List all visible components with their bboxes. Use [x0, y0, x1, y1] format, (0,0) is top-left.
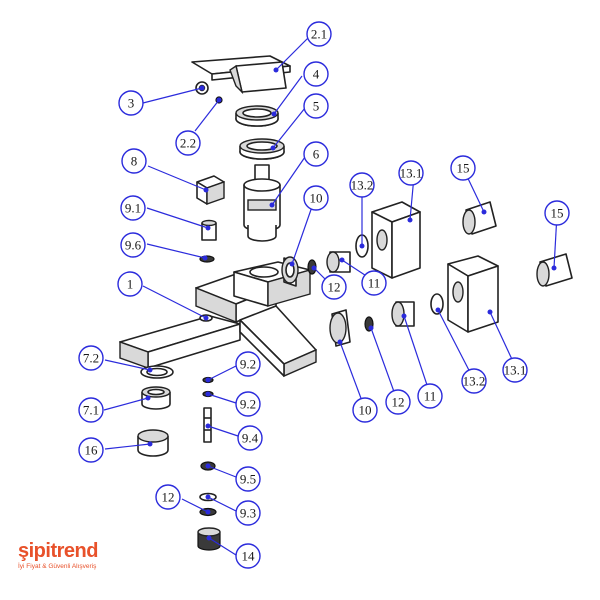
callout-10-lower: 10	[352, 397, 378, 423]
part-cover-plate-lower	[447, 255, 499, 333]
callout-label: 13.1	[400, 166, 423, 181]
callout-label: 5	[313, 99, 320, 114]
callout-label: 7.1	[83, 403, 99, 418]
callout-label: 4	[313, 67, 320, 82]
part-end-cap-lower	[536, 253, 573, 287]
callout-label: 1	[127, 277, 134, 292]
callout-label: 13.2	[351, 178, 374, 193]
callout-15-upper: 15	[450, 155, 476, 181]
callout-9-5: 9.5	[235, 466, 261, 492]
part-knob-cap	[137, 429, 169, 457]
leader-end-dots	[145, 67, 557, 541]
callout-12-lower-left: 12	[155, 484, 181, 510]
part-square-cap	[196, 175, 225, 205]
callout-label: 9.5	[240, 472, 256, 487]
callout-13-2-upper: 13.2	[349, 172, 375, 198]
callout-label: 13.2	[463, 374, 486, 389]
callout-label: 10	[359, 403, 372, 418]
part-cap-ring	[235, 105, 279, 127]
callout-label: 9.1	[125, 201, 141, 216]
callout-label: 15	[551, 206, 564, 221]
logo-tagline: İyi Fiyat & Güvenli Alışveriş	[18, 563, 97, 570]
callout-label: 15	[457, 161, 470, 176]
callout-label: 12	[328, 280, 341, 295]
callout-9-2-lower: 9.2	[235, 391, 261, 417]
callout-label: 6	[313, 147, 320, 162]
callout-6: 6	[303, 141, 329, 167]
callout-13-1-upper: 13.1	[398, 160, 424, 186]
callout-label: 3	[128, 96, 135, 111]
callout-9-6: 9.6	[120, 232, 146, 258]
callout-label: 14	[242, 549, 256, 564]
callout-13-1-lower: 13.1	[502, 357, 528, 383]
callout-label: 11	[368, 276, 381, 291]
callout-9-2-upper: 9.2	[235, 351, 261, 377]
callout-label: 2.1	[311, 27, 327, 42]
part-connector-nut-upper	[281, 256, 299, 287]
logo-brand: şipitrend	[18, 540, 98, 562]
callout-label: 9.2	[240, 357, 256, 372]
callout-13-2-lower: 13.2	[461, 368, 487, 394]
callout-4: 4	[303, 61, 329, 87]
callout-12-upper: 12	[321, 274, 347, 300]
callout-label: 13.1	[504, 363, 527, 378]
callout-2-2: 2.2	[175, 130, 201, 156]
part-cartridge	[243, 164, 281, 242]
callout-5: 5	[303, 93, 329, 119]
callout-11-lower: 11	[417, 383, 443, 409]
part-connector-nut-lower	[329, 309, 351, 347]
callout-9-1: 9.1	[120, 195, 146, 221]
sipitrend-logo: şipitrend İyi Fiyat & Güvenli Alışveriş	[18, 540, 138, 570]
callout-label: 9.2	[240, 397, 256, 412]
callout-10-upper: 10	[303, 185, 329, 211]
callout-8: 8	[121, 148, 147, 174]
part-mixer-body	[119, 261, 317, 378]
callout-label: 2.2	[180, 136, 196, 151]
callout-1: 1	[117, 271, 143, 297]
callout-3: 3	[118, 90, 144, 116]
callout-label: 11	[424, 389, 437, 404]
callout-16: 16	[78, 437, 104, 463]
part-lever-handle	[191, 55, 291, 95]
callout-15-lower: 15	[544, 200, 570, 226]
callout-12-lower-right: 12	[385, 389, 411, 415]
callout-11-upper: 11	[361, 270, 387, 296]
callout-2-1: 2.1	[306, 21, 332, 47]
callout-label: 9.4	[242, 431, 259, 446]
callout-7-2: 7.2	[78, 345, 104, 371]
callout-label: 12	[162, 490, 175, 505]
callout-label: 9.3	[240, 506, 256, 521]
part-washer	[140, 365, 174, 379]
callout-label: 7.2	[83, 351, 99, 366]
callout-label: 10	[310, 191, 323, 206]
callout-label: 9.6	[125, 238, 142, 253]
callout-9-4: 9.4	[237, 425, 263, 451]
part-eccentric-upper	[326, 251, 351, 273]
part-cover-plate-upper	[371, 201, 421, 279]
callout-7-1: 7.1	[78, 397, 104, 423]
callout-9-3: 9.3	[235, 500, 261, 526]
callout-label: 12	[392, 395, 405, 410]
callout-14: 14	[235, 543, 261, 569]
part-end-cap-upper	[462, 201, 497, 235]
callout-label: 8	[131, 154, 138, 169]
callout-label: 16	[85, 443, 99, 458]
